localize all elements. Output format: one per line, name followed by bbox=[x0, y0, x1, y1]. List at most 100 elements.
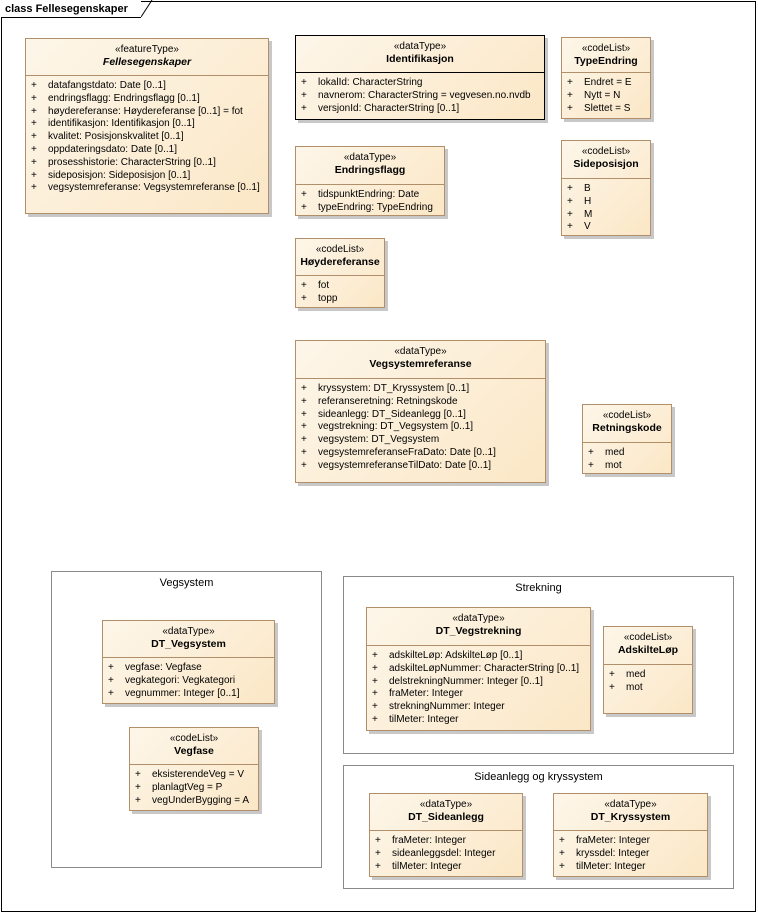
class-endringsflagg[interactable]: «dataType»Endringsflagg +tidspunktEndring… bbox=[295, 146, 445, 216]
attribute-text: strekningNummer: Integer bbox=[389, 701, 505, 713]
class-dt-kryssystem[interactable]: «dataType»DT_Kryssystem+fraMeter: Intege… bbox=[553, 793, 708, 877]
class-header: «dataType»Endringsflagg bbox=[296, 147, 444, 185]
class-attribute[interactable]: +lokalId: CharacterString bbox=[296, 77, 544, 90]
frame-tab-corner bbox=[141, 0, 153, 17]
class-attribute[interactable]: + vegnummer: Integer [0..1] bbox=[103, 688, 274, 701]
class-attribute[interactable]: +Nytt = N bbox=[562, 90, 650, 103]
class-attribute[interactable]: +tidspunktEndring: Date bbox=[296, 189, 444, 202]
visibility-marker: + bbox=[301, 421, 307, 433]
class-attribute[interactable]: +M bbox=[562, 209, 650, 222]
class-stereotype: «codeList» bbox=[623, 632, 673, 643]
class-attribute[interactable]: +sideposisjon: Sideposisjon [0..1] bbox=[26, 170, 268, 183]
class-attribute[interactable]: +B bbox=[562, 183, 650, 196]
diagram-frame-label: class Fellesegenskaper bbox=[5, 3, 128, 15]
class-attribute[interactable]: +oppdateringsdato: Date [0..1] bbox=[26, 144, 268, 157]
class-vegsystemreferanse[interactable]: «dataType»Vegsystemreferanse+kryssystem:… bbox=[295, 340, 546, 483]
visibility-marker: + bbox=[588, 447, 594, 458]
class-attribute[interactable]: +endringsflagg: Endringsflagg [0..1] bbox=[26, 93, 268, 106]
class-adskiltelop[interactable]: «codeList»AdskilteLøp+med+mot bbox=[603, 626, 693, 714]
attribute-text: oppdateringsdato: Date [0..1] bbox=[48, 143, 177, 155]
class-attribute[interactable]: +fraMeter: Integer bbox=[370, 835, 522, 848]
attribute-text: vegsystemreferanse: Vegsystemreferanse [… bbox=[48, 182, 260, 194]
class-attribute[interactable]: +kryssdel: Integer bbox=[554, 848, 707, 861]
attribute-text: typeEndring: TypeEndring bbox=[318, 201, 433, 213]
class-attribute[interactable]: +vegUnderBygging = A bbox=[130, 795, 258, 808]
class-attribute[interactable]: +fraMeter: Integer bbox=[554, 835, 707, 848]
class-attribute[interactable]: +tilMeter: Integer bbox=[370, 861, 522, 874]
class-name: Høydereferanse bbox=[300, 256, 380, 268]
class-attribute[interactable]: +vegsystem: DT_Vegsystem bbox=[296, 434, 545, 447]
class-attribute[interactable]: +fot bbox=[296, 280, 384, 293]
class-attribute[interactable]: +fraMeter: Integer bbox=[367, 688, 590, 701]
class-attribute[interactable]: +med bbox=[604, 669, 692, 682]
class-attribute[interactable]: +prosesshistorie: CharacterString [0..1] bbox=[26, 157, 268, 170]
class-attribute[interactable]: +vegsystemreferanse: Vegsystemreferanse … bbox=[26, 182, 268, 195]
visibility-marker: + bbox=[375, 835, 381, 846]
class-attribute[interactable]: +strekningNummer: Integer bbox=[367, 701, 590, 714]
class-attribute[interactable]: +Endret = E bbox=[562, 77, 650, 90]
class-attributes: +B+H+M+V bbox=[562, 179, 650, 234]
attribute-text: kryssystem: DT_Kryssystem [0..1] bbox=[318, 383, 470, 394]
class-attribute[interactable]: +V bbox=[562, 221, 650, 234]
class-dt-sideanlegg[interactable]: «dataType»DT_Sideanlegg+fraMeter: Intege… bbox=[369, 793, 523, 877]
class-attribute[interactable]: +vegfase: Vegfase bbox=[103, 662, 274, 675]
class-identifikasjon[interactable]: «dataType»Identifikasjon+lokalId: Charac… bbox=[295, 35, 545, 120]
class-sideposisjon[interactable]: «codeList»Sideposisjon+B+H+M+V bbox=[561, 140, 651, 236]
class-attribute[interactable]: +referanseretning: Retningskode bbox=[296, 396, 545, 409]
class-attribute[interactable]: +sideanleggsdel: Integer bbox=[370, 848, 522, 861]
class-header: «codeList»Vegfase bbox=[130, 728, 258, 765]
attribute-text: vegnummer: Integer [0..1] bbox=[125, 687, 240, 699]
attribute-text: vegUnderBygging = A bbox=[152, 794, 250, 806]
class-attribute[interactable]: +mot bbox=[583, 460, 671, 473]
class-attribute[interactable]: +sideanlegg: DT_Sideanlegg [0..1] bbox=[296, 409, 545, 422]
attribute-text: tilMeter: Integer bbox=[392, 860, 462, 872]
package-vegsystem[interactable]: Vegsystem bbox=[51, 571, 322, 868]
class-attribute[interactable]: +høydereferanse: Høydereferanse [0..1] =… bbox=[26, 106, 268, 119]
class-attribute[interactable]: +tilMeter: Integer bbox=[554, 861, 707, 874]
class-stereotype: «featureType» bbox=[115, 44, 179, 55]
attribute-text: vegsystem: DT_Vegsystem bbox=[318, 434, 440, 446]
class-typeendring[interactable]: «codeList»TypeEndring +Endret = E+Nytt = … bbox=[561, 37, 651, 119]
class-attribute[interactable]: +tilMeter: Integer bbox=[367, 714, 590, 727]
class-attribute[interactable]: +versjonId: CharacterString [0..1] bbox=[296, 103, 544, 116]
class-attribute[interactable]: +delstrekningNummer: Integer [0..1] bbox=[367, 676, 590, 689]
class-stereotype: «codeList» bbox=[581, 43, 631, 54]
class-attribute[interactable]: +adskilteLøpNummer: CharacterString [0..… bbox=[367, 663, 590, 676]
class-retningskode[interactable]: «codeList»Retningskode+med+mot bbox=[582, 404, 672, 474]
class-attribute[interactable]: +kryssystem: DT_Kryssystem [0..1] bbox=[296, 383, 545, 396]
attribute-text: identifikasjon: Identifikasjon [0..1] bbox=[48, 118, 195, 130]
class-attribute[interactable]: +typeEndring: TypeEndring bbox=[296, 202, 444, 215]
class-attribute[interactable]: +mot bbox=[604, 682, 692, 695]
visibility-marker: + bbox=[108, 687, 114, 699]
class-attribute[interactable]: +identifikasjon: Identifikasjon [0..1] bbox=[26, 118, 268, 131]
class-attribute[interactable]: +med bbox=[583, 447, 671, 460]
class-attribute[interactable]: +navnerom: CharacterString = vegvesen.no… bbox=[296, 90, 544, 103]
class-dt-vegstrekning[interactable]: «dataType»DT_Vegstrekning+adskilteLøp: A… bbox=[366, 607, 591, 731]
class-dt-vegsystem[interactable]: «dataType»DT_Vegsystem+vegfase: Vegfase+… bbox=[102, 620, 275, 704]
class-attribute[interactable]: +vegkategori: Vegkategori bbox=[103, 675, 274, 688]
package-title: Vegsystem bbox=[159, 577, 214, 589]
class-attribute[interactable]: +H bbox=[562, 196, 650, 209]
class-attribute[interactable]: +vegsystemreferanseTilDato: Date [0..1] bbox=[296, 460, 545, 473]
attribute-text: høydereferanse: Høydereferanse [0..1] = … bbox=[48, 105, 243, 117]
class-attribute[interactable]: +vegsystemreferanseFraDato: Date [0..1] bbox=[296, 447, 545, 460]
class-header: «codeList»TypeEndring bbox=[562, 38, 650, 73]
class-attribute[interactable]: +Slettet = S bbox=[562, 103, 650, 116]
class-attribute[interactable]: +eksisterendeVeg = V bbox=[130, 769, 258, 782]
class-name: Endringsflagg bbox=[334, 164, 406, 176]
class-fellesegenskaper[interactable]: «featureType»Fellesegenskaper+datafangst… bbox=[25, 38, 269, 214]
class-attribute[interactable]: +datafangstdato: Date [0..1] bbox=[26, 80, 268, 93]
visibility-marker: + bbox=[135, 781, 141, 793]
class-hoydereferanse[interactable]: «codeList»Høydereferanse+fot+topp bbox=[295, 238, 385, 308]
class-attribute[interactable]: +vegstrekning: DT_Vegsystem [0..1] bbox=[296, 421, 545, 434]
class-attributes: +lokalId: CharacterString+navnerom: Char… bbox=[296, 73, 544, 115]
attribute-text: H bbox=[584, 195, 592, 207]
class-vegfase[interactable]: «codeList»Vegfase +eksisterendeVeg = V+pl… bbox=[129, 727, 259, 811]
class-attribute[interactable]: +adskilteLøp: AdskilteLøp [0..1] bbox=[367, 650, 590, 663]
class-attribute[interactable]: +topp bbox=[296, 293, 384, 306]
attribute-text: sideanleggsdel: Integer bbox=[392, 847, 496, 859]
visibility-marker: + bbox=[372, 675, 378, 687]
class-attribute[interactable]: +planlagtVeg = P bbox=[130, 782, 258, 795]
class-stereotype: «codeList» bbox=[602, 410, 652, 421]
class-attribute[interactable]: +kvalitet: Posisjonskvalitet [0..1] bbox=[26, 131, 268, 144]
